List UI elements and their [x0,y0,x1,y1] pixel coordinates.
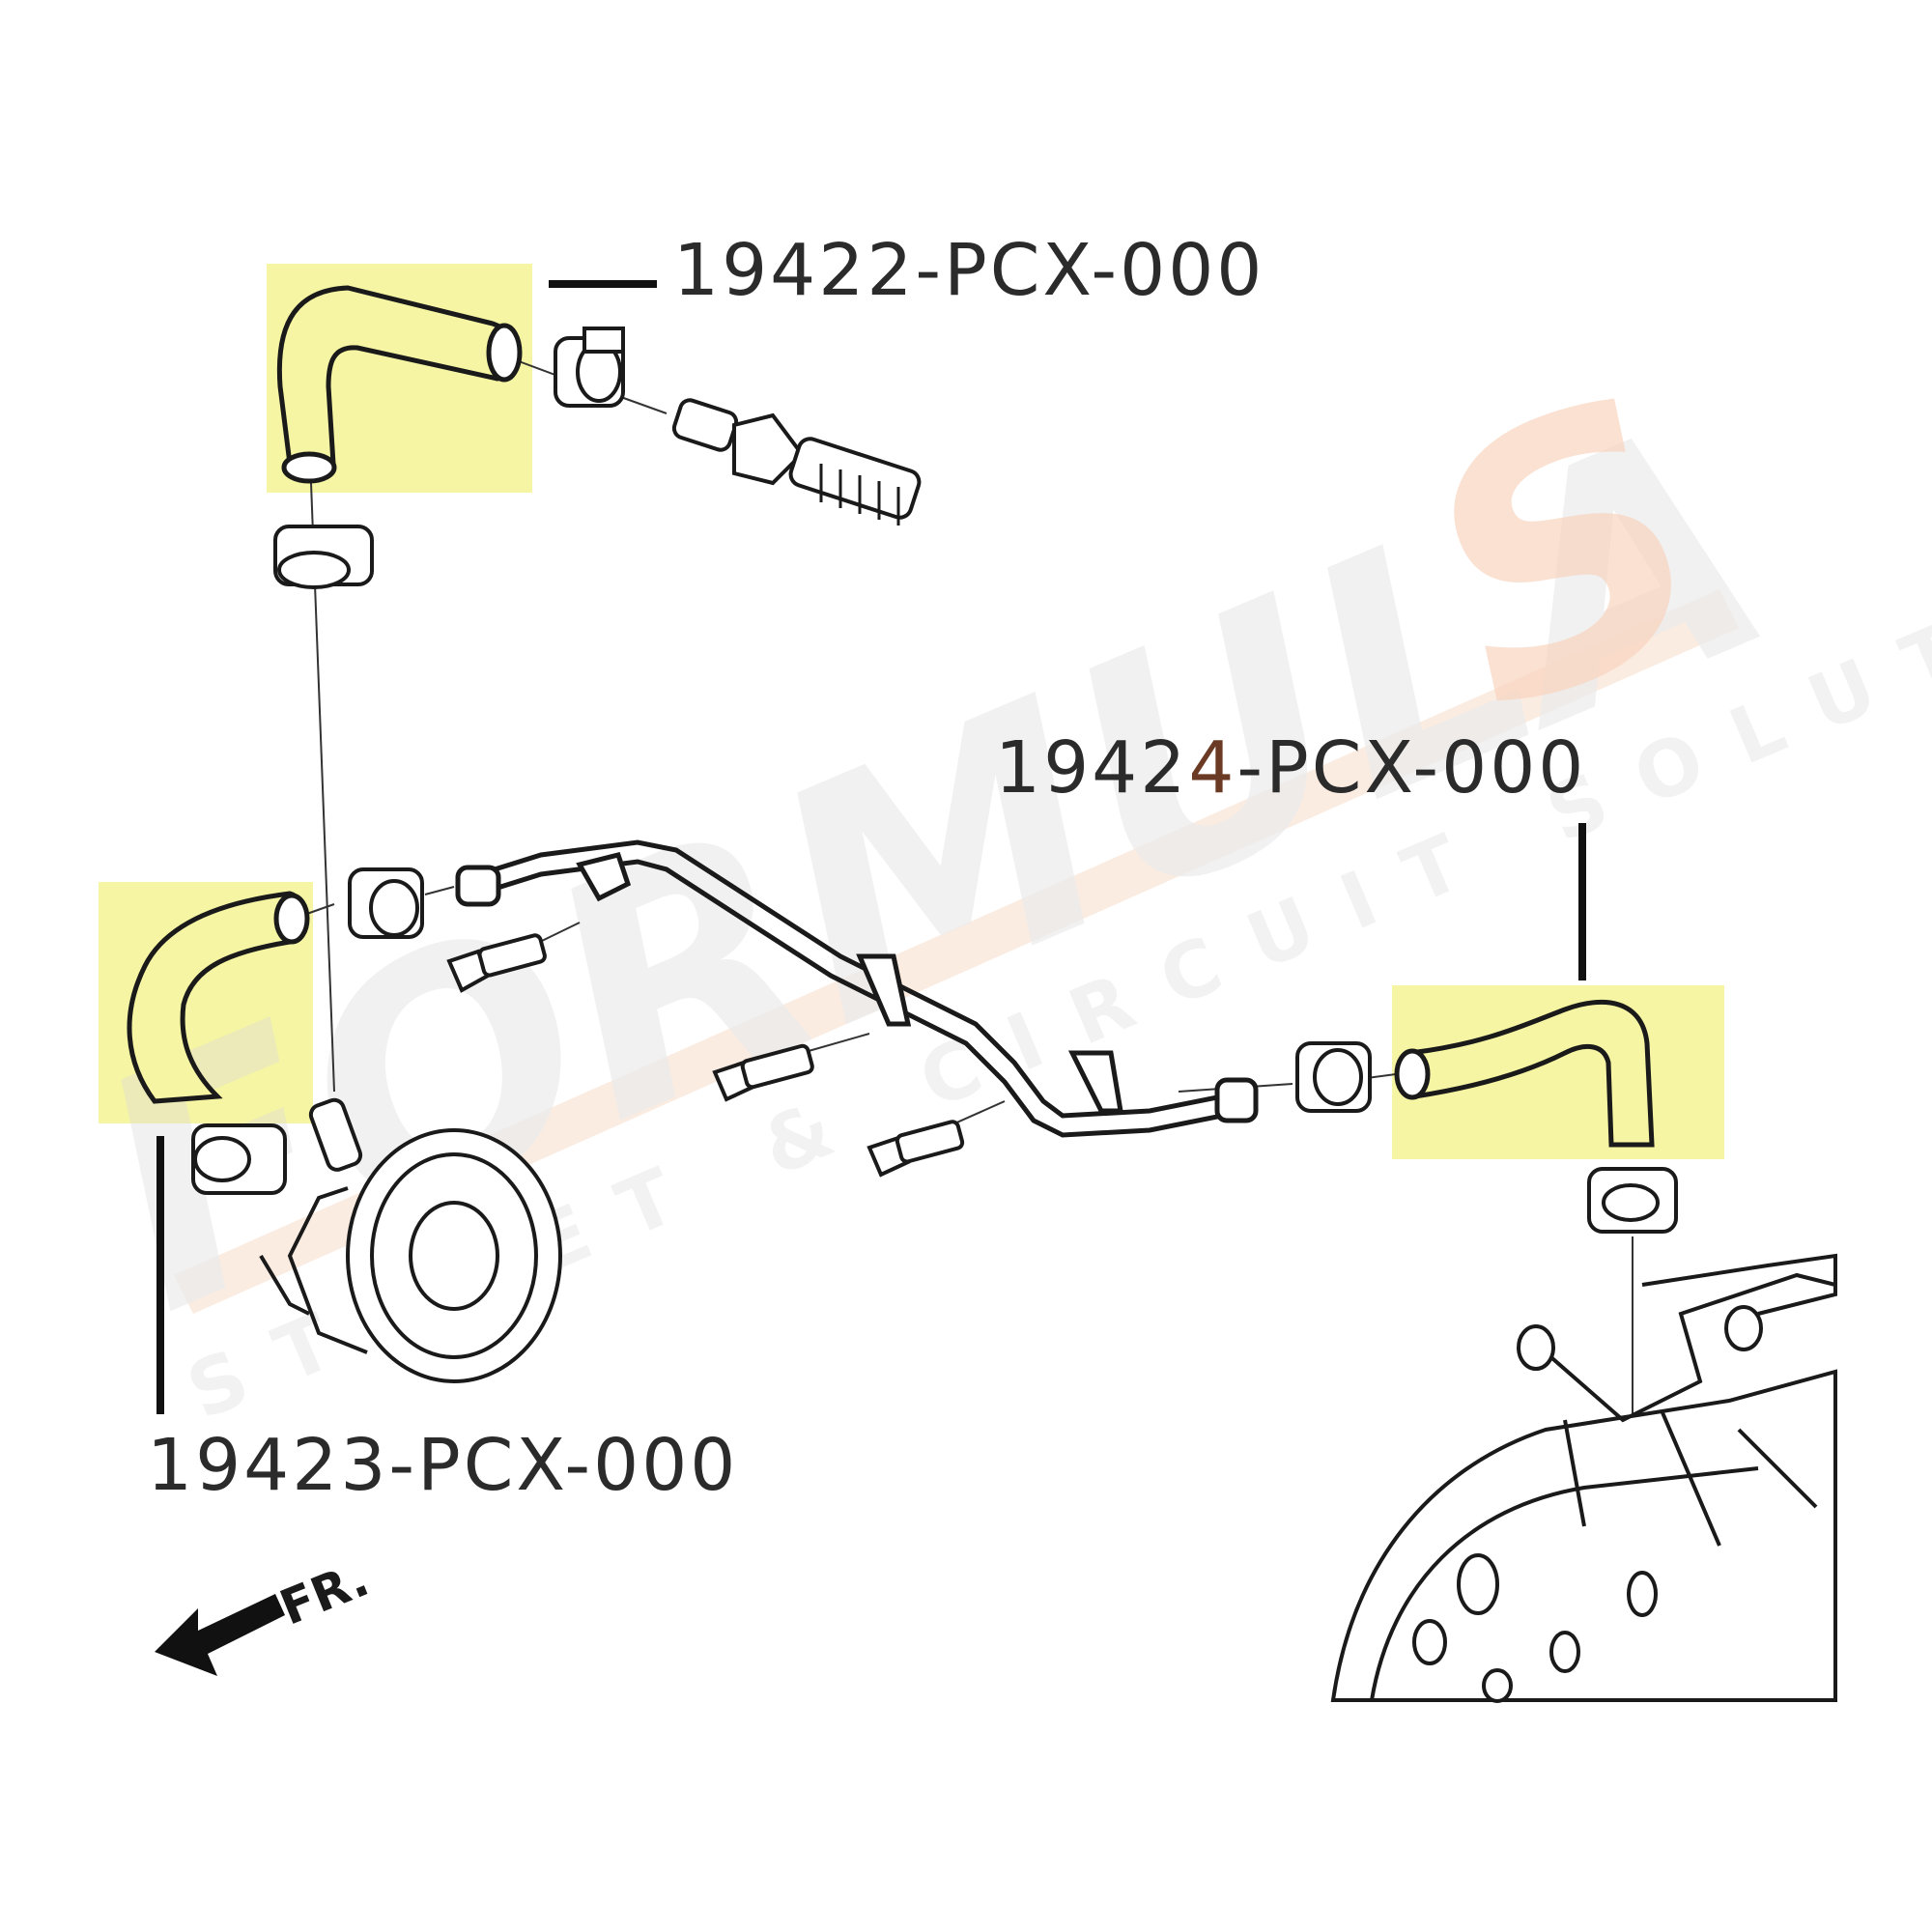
front-arrow-icon [155,1594,285,1676]
bolt-3 [867,1120,965,1178]
leader-lines [156,280,1586,1414]
engine-block [1330,1253,1837,1703]
oil-cooler [259,1097,562,1383]
part-number-right-accent: 4 [1188,726,1237,810]
left-hose [127,891,310,1104]
banjo-fitting [671,398,922,526]
part-number-upper-hose: 19422-PCX-000 [673,229,1265,312]
left-clamp-bottom [191,1123,287,1195]
part-number-right-suffix: -PCX-000 [1236,726,1587,810]
hard-line-pipe [455,839,1259,1138]
upper-clamp-bottom [273,525,374,589]
bolts [446,933,965,1178]
right-clamp-bottom [1587,1167,1678,1234]
right-hose [1394,999,1655,1148]
right-clamp-left [1295,1041,1372,1113]
part-number-left-hose: 19423-PCX-000 [147,1424,739,1507]
left-clamp-top [348,867,424,939]
assembly-lines [300,360,1634,1502]
bolt-1 [446,933,547,993]
part-number-right-prefix: 1942 [995,726,1189,810]
upper-clamp-right [554,327,625,408]
bolt-2 [712,1043,814,1102]
part-number-right-hose: 19424-PCX-000 [995,732,1586,804]
upper-hose [276,285,523,484]
